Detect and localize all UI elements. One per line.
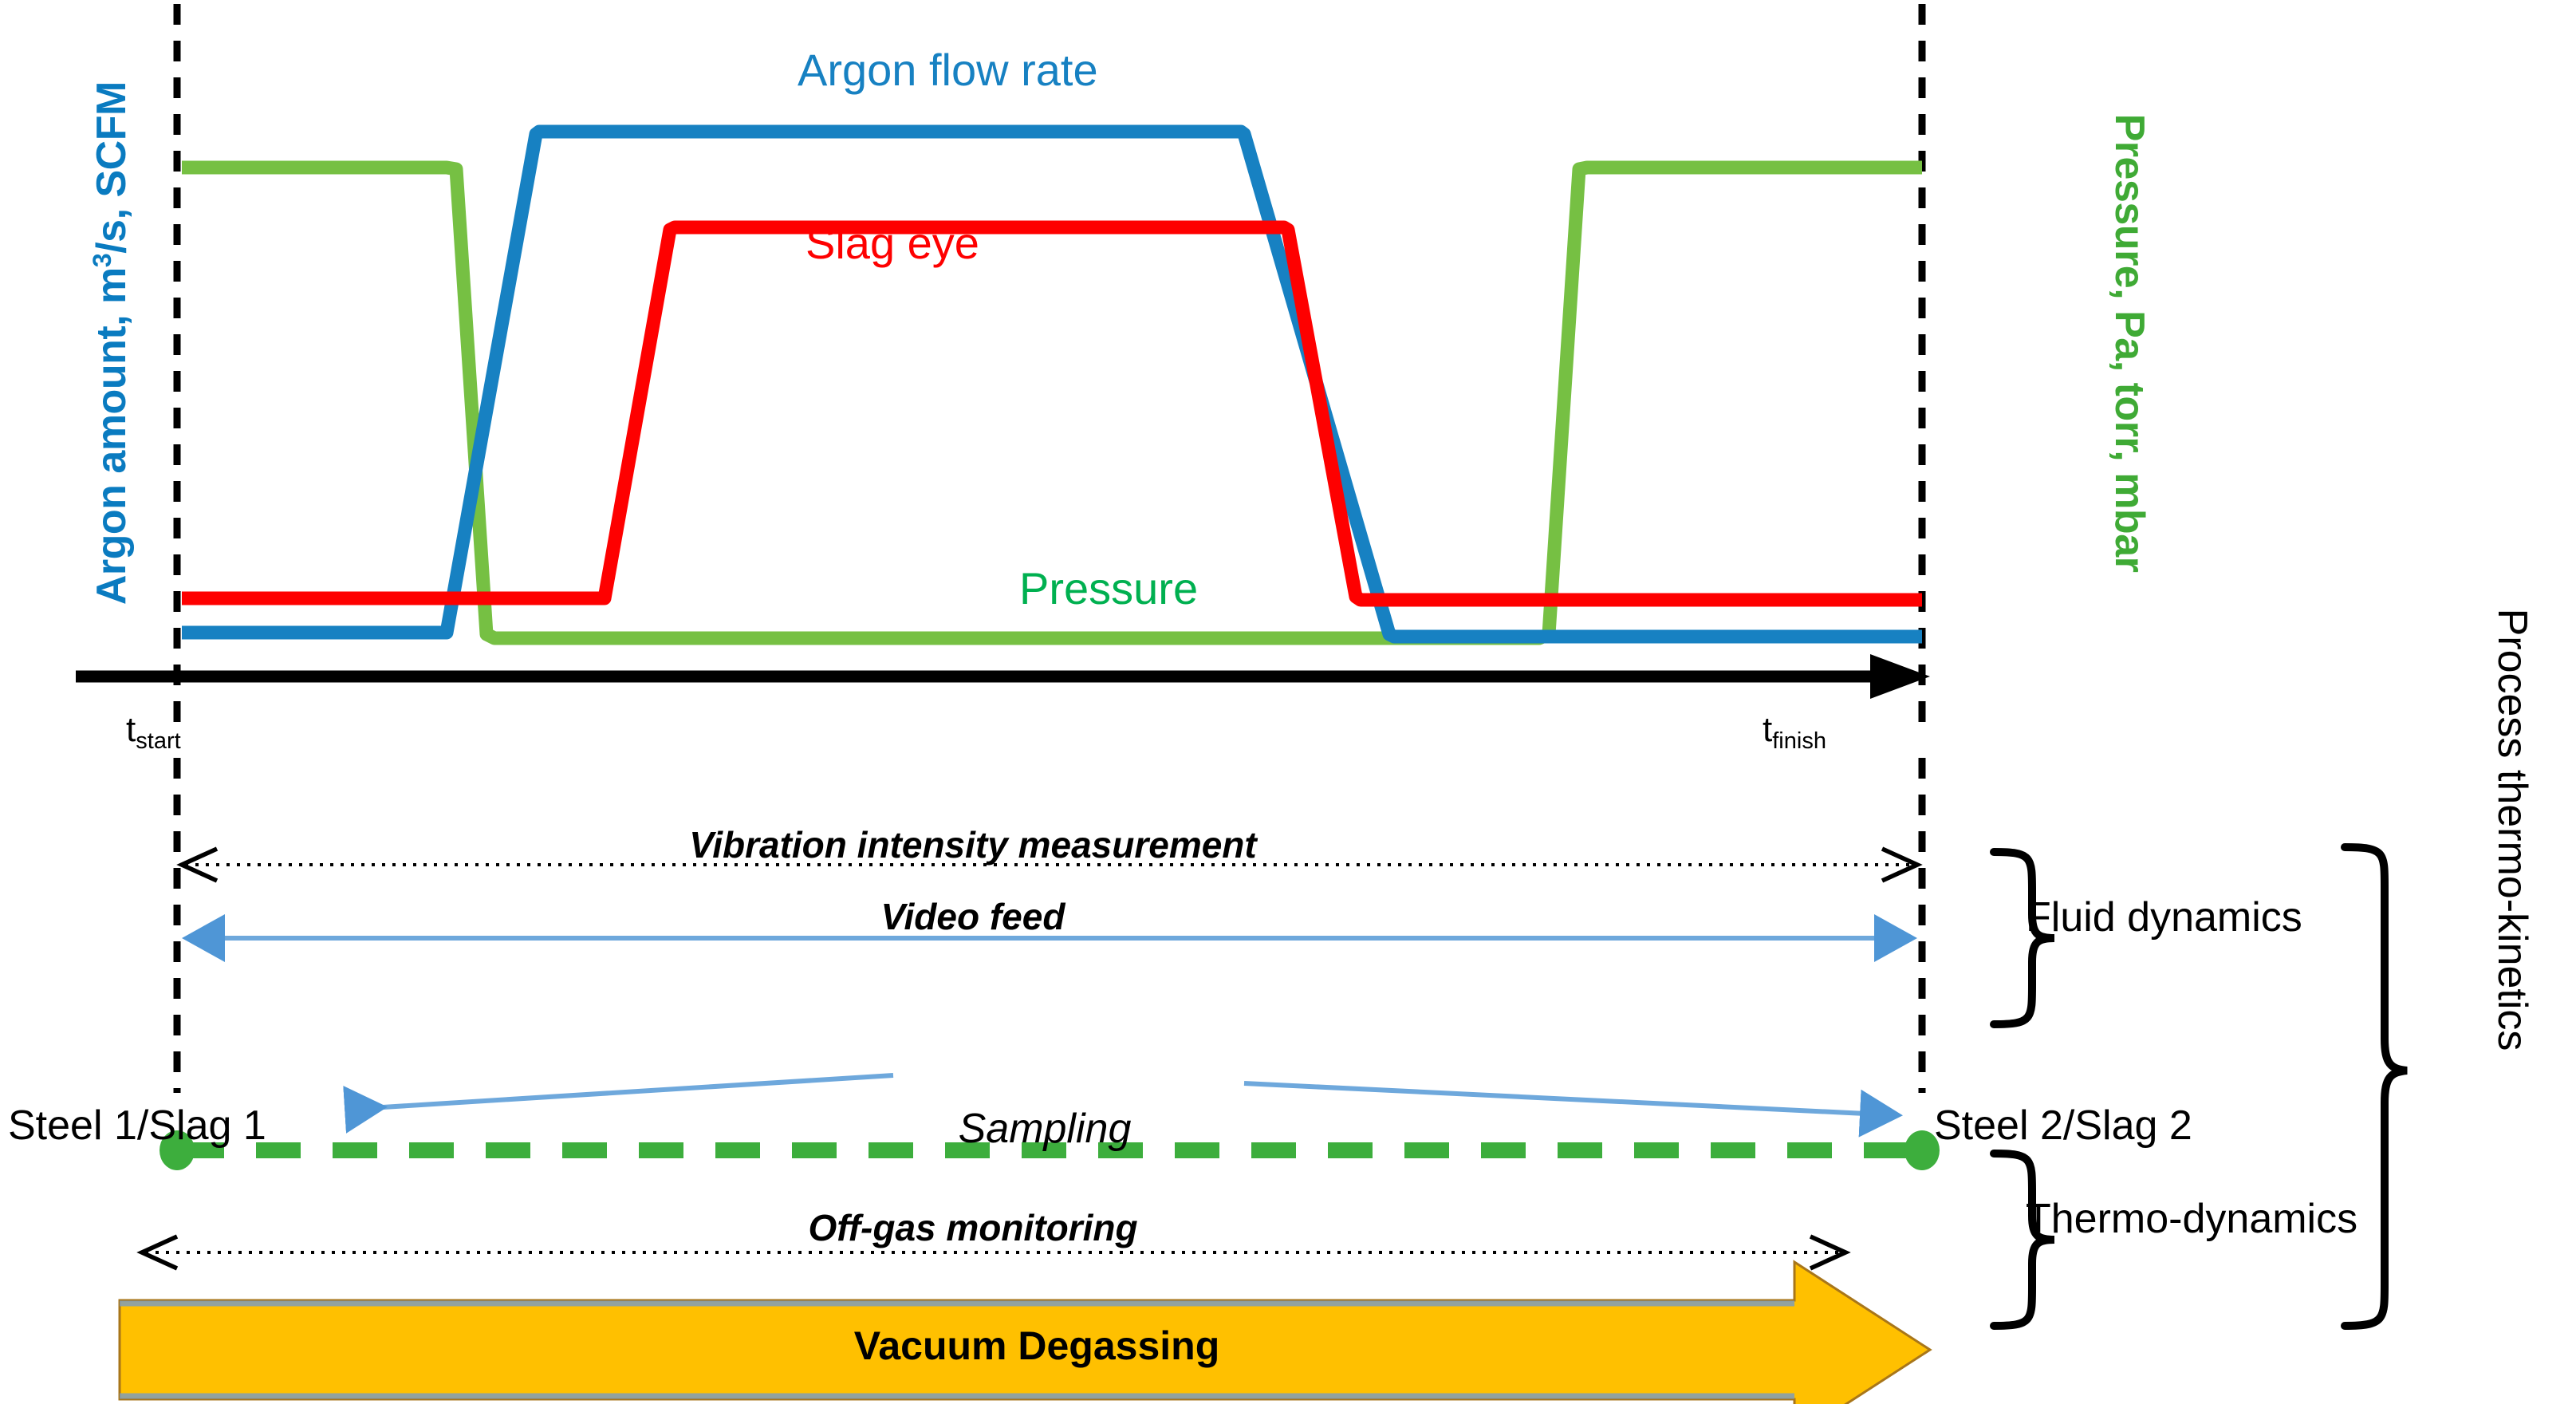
sampling-arrow-right: [1243, 1081, 1903, 1138]
endpoint-label-right: Steel 2/Slag 2: [1934, 1102, 2192, 1149]
endpoint-label-left: Steel 1/Slag 1: [8, 1102, 266, 1149]
heat-end-dot: [1904, 1130, 1940, 1170]
brace-fluid-dynamics: [1990, 848, 2055, 1028]
x-axis: [76, 654, 1930, 699]
group-label-fluid-dynamics: Fluid dynamics: [2026, 894, 2302, 941]
series-slag-line: [182, 220, 1922, 607]
brace-thermo-dynamics: [1990, 1150, 2055, 1330]
group-label-thermo-dynamics: Thermo-dynamics: [2026, 1196, 2358, 1242]
series-label-slag-eye: Slag eye: [805, 218, 979, 268]
timeline-section: [118, 758, 2408, 1404]
timeline-label-offgas: Off-gas monitoring: [808, 1207, 1138, 1248]
y-axis-right-title: Pressure, Pa, torr, mbar: [2106, 113, 2153, 573]
group-label-process-thermo-kinetics: Process thermo-kinetics: [2489, 608, 2535, 1051]
vacuum-degassing-label: Vacuum Degassing: [853, 1323, 1220, 1368]
series-argon-line: [182, 124, 1922, 644]
time-marker-start: tstart: [126, 710, 181, 755]
heat-start-dot: [160, 1130, 195, 1170]
timeline-label-sampling: Sampling: [958, 1106, 1132, 1152]
y-axis-left-title: Argon amount, m3/s, SCFM: [87, 81, 136, 605]
vacuum-degassing-arrow: [118, 1260, 1932, 1404]
series-label-pressure: Pressure: [1019, 563, 1199, 613]
time-marker-finish: tfinish: [1763, 710, 1827, 755]
sampling-arrow-left: [343, 1073, 894, 1134]
brace-process-thermo-kinetics: [2341, 843, 2408, 1330]
timeline-label-video-feed: Video feed: [880, 896, 1065, 937]
timeline-label-vibration: Vibration intensity measurement: [689, 824, 1257, 866]
series-pressure-line: [182, 160, 1922, 645]
process-chart: [76, 4, 1930, 722]
series-label-argon: Argon flow rate: [798, 45, 1098, 95]
